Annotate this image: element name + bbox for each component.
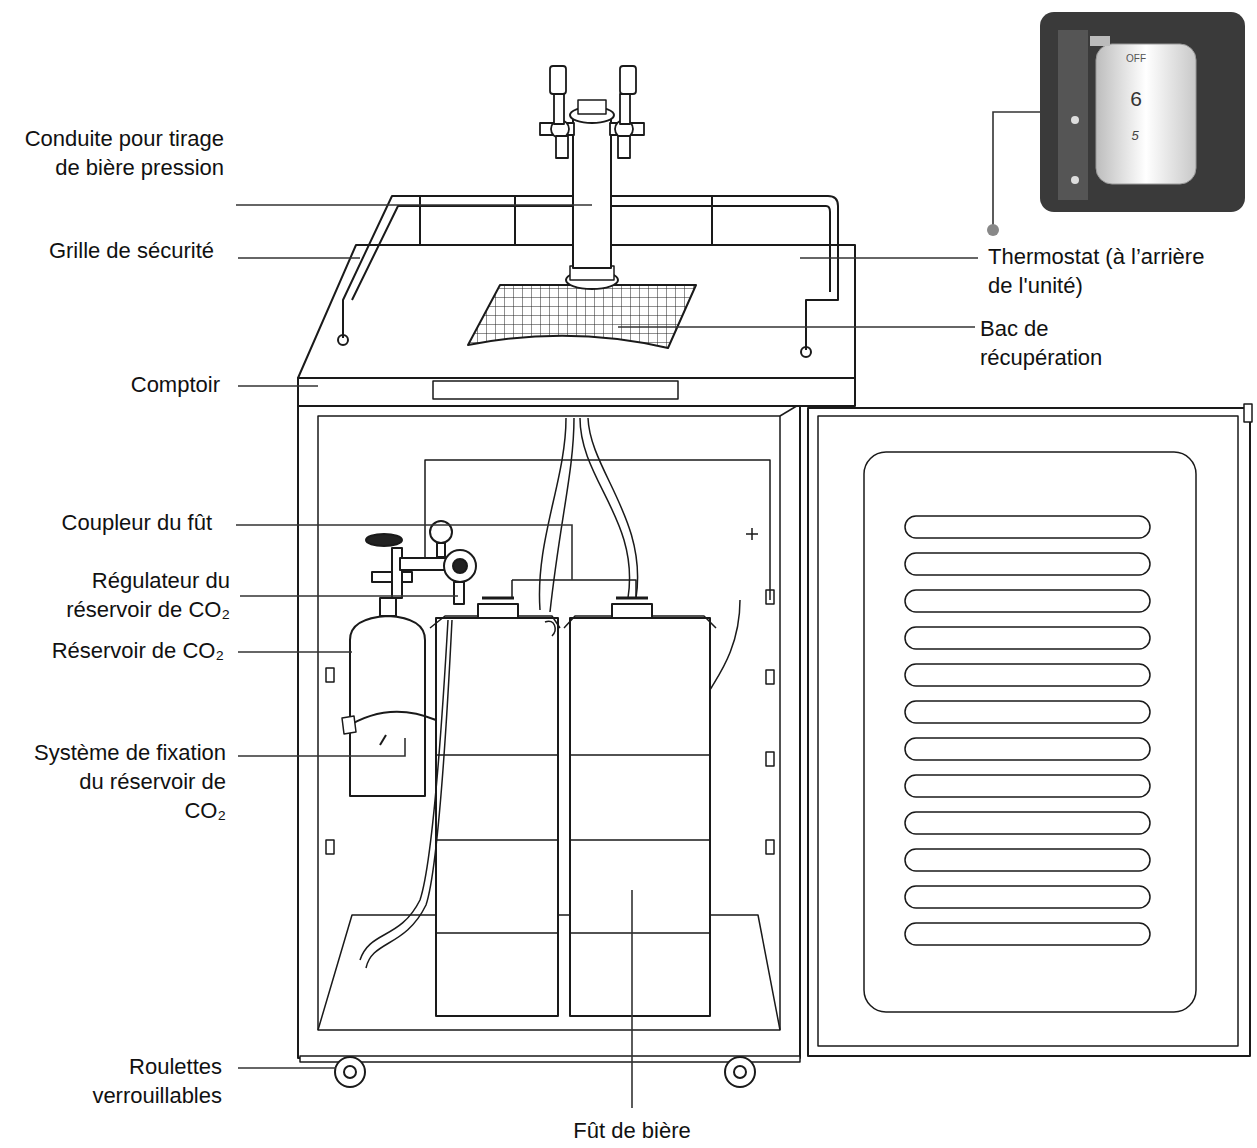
co2-regulator	[366, 521, 476, 604]
part-label: Conduite pour tirage de bière pression	[24, 124, 224, 182]
part-label: Comptoir	[20, 370, 220, 399]
keg	[570, 618, 710, 1016]
dial-marking: 6	[1118, 86, 1154, 112]
kegerator-body	[298, 66, 1252, 1087]
part-label: Thermostat (à l’arrière de l'unité)	[988, 242, 1228, 300]
cabinet-interior	[318, 416, 780, 1030]
part-label: Grille de sécurité	[0, 236, 214, 265]
door-panel	[864, 452, 1196, 1012]
thermostat-inset	[1040, 12, 1245, 212]
part-label: Réservoir de CO₂	[0, 636, 224, 665]
faucets	[540, 66, 644, 158]
part-label: Roulettes verrouillables	[30, 1052, 222, 1110]
part-label: Bac de récupération	[980, 314, 1155, 372]
dial-marking: OFF	[1116, 52, 1156, 66]
part-label: Régulateur du réservoir de CO₂	[40, 566, 230, 624]
countertop-front	[298, 378, 855, 406]
part-label: Système de fixation du réservoir de CO₂	[34, 738, 226, 825]
cabinet	[298, 404, 800, 1058]
part-label: Coupleur du fût	[0, 508, 212, 537]
door-vents	[905, 516, 1150, 945]
co2-tank	[350, 616, 425, 796]
door-frame	[818, 416, 1238, 1046]
leader-dot	[987, 224, 999, 236]
keg	[436, 618, 558, 1016]
door	[808, 408, 1250, 1056]
dial-marking: 5	[1120, 128, 1150, 144]
drip-tray	[468, 285, 696, 348]
part-label: Fût de bière	[532, 1116, 732, 1145]
leader-lines	[236, 112, 1040, 1108]
beer-tower	[573, 118, 611, 268]
